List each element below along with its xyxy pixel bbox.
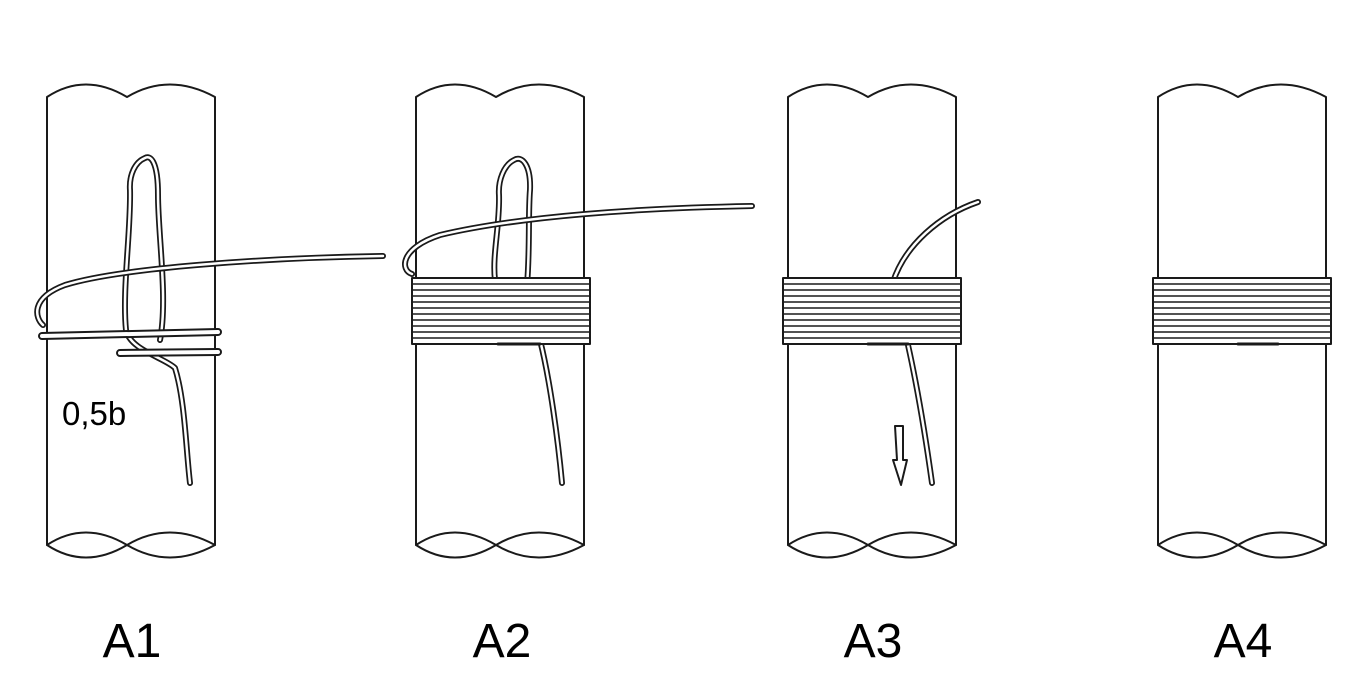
step-label-a4: A4 — [1213, 615, 1273, 668]
step-a3-illustration — [782, 83, 981, 559]
cord-a3 — [890, 199, 981, 486]
cord-a2 — [402, 155, 755, 486]
cord-a1 — [34, 154, 386, 486]
step-label-a3: A3 — [843, 615, 903, 668]
step-a1-illustration — [34, 83, 386, 559]
step-label-a1: A1 — [102, 615, 162, 668]
wrap-band-a2 — [411, 277, 591, 346]
wrap-band-a4 — [1152, 277, 1332, 346]
step-a4-illustration — [1152, 83, 1332, 559]
pull-direction-arrow-icon — [892, 425, 908, 486]
rod-a1 — [46, 83, 216, 559]
wrap-band-a3 — [782, 277, 962, 346]
step-label-a2: A2 — [472, 615, 532, 668]
step-a2-illustration — [402, 83, 755, 559]
measurement-annotation: 0,5b — [62, 395, 127, 432]
